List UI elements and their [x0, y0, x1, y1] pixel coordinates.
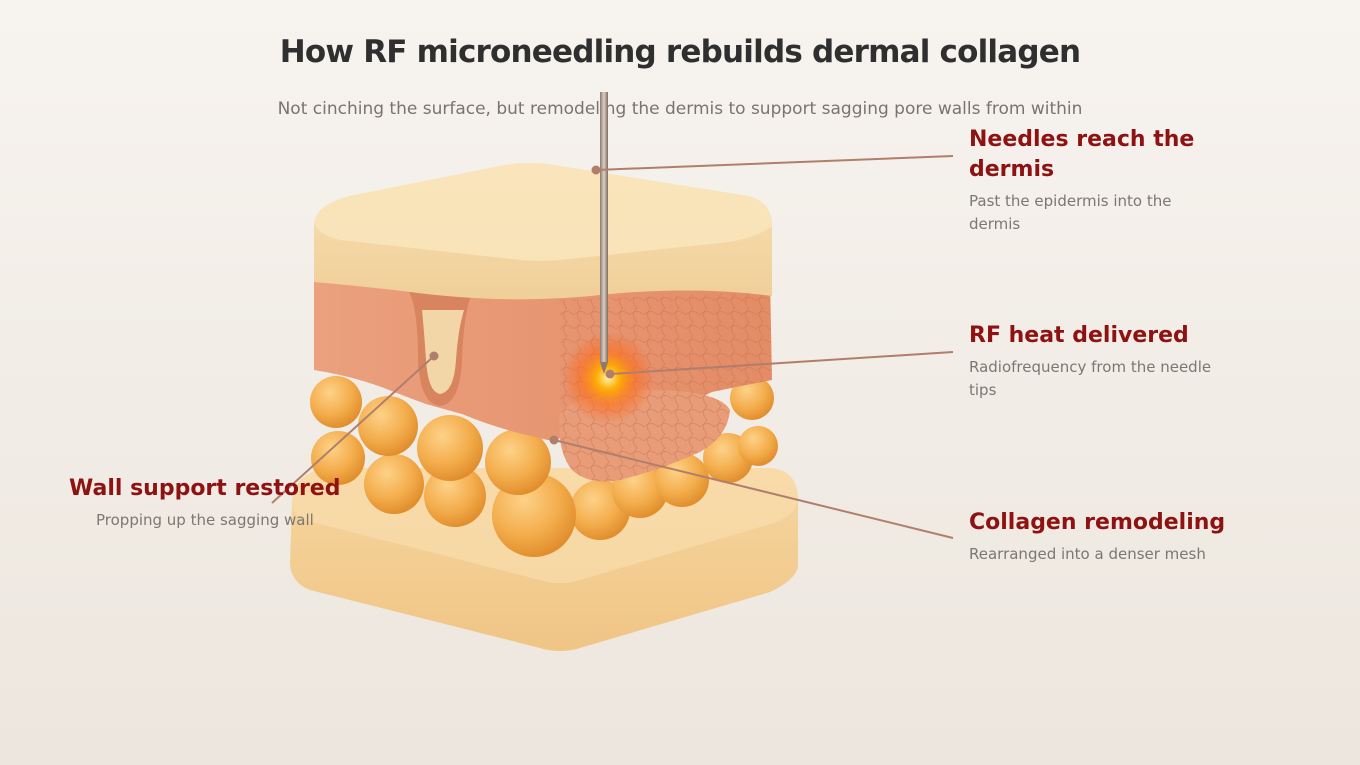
leader-dots	[429, 165, 615, 445]
callout-needles: Needles reach the dermis Past the epider…	[969, 125, 1199, 236]
leader-line-collagen	[553, 439, 954, 539]
leader-line-rf-heat	[609, 351, 954, 375]
callout-needles-description: Past the epidermis into the dermis	[969, 192, 1172, 233]
diagram-title: How RF microneedling rebuilds dermal col…	[279, 34, 1081, 70]
callout-rf-heat-title: RF heat delivered	[969, 323, 1189, 348]
callout-rf-heat-description: Radiofrequency from the needle tips	[969, 358, 1212, 399]
callout-collagen-title: Collagen remodeling	[969, 510, 1226, 535]
leader-lines	[271, 155, 954, 539]
callout-wall-title: Wall support restored	[69, 476, 341, 501]
leader-line-wall	[271, 355, 435, 504]
dot-collagen	[549, 435, 559, 445]
dot-rf-heat	[605, 369, 615, 379]
pore-wall	[408, 290, 474, 406]
diagram-subtitle: Not cinching the surface, but remodeling…	[277, 99, 1083, 119]
dot-wall	[429, 351, 439, 361]
dot-needles	[591, 165, 601, 175]
callout-needles-title: Needles reach the dermis	[969, 127, 1195, 182]
callout-collagen-description: Rearranged into a denser mesh	[969, 545, 1206, 563]
callout-wall: Wall support restored Propping up the sa…	[69, 474, 349, 532]
callout-wall-description: Propping up the sagging wall	[96, 511, 314, 529]
microneedle-icon	[600, 92, 608, 374]
callout-rf-heat: RF heat delivered Radiofrequency from th…	[969, 321, 1219, 402]
leader-line-needles	[595, 155, 954, 171]
callout-collagen: Collagen remodeling Rearranged into a de…	[969, 508, 1269, 566]
epidermis-layer	[314, 163, 772, 300]
